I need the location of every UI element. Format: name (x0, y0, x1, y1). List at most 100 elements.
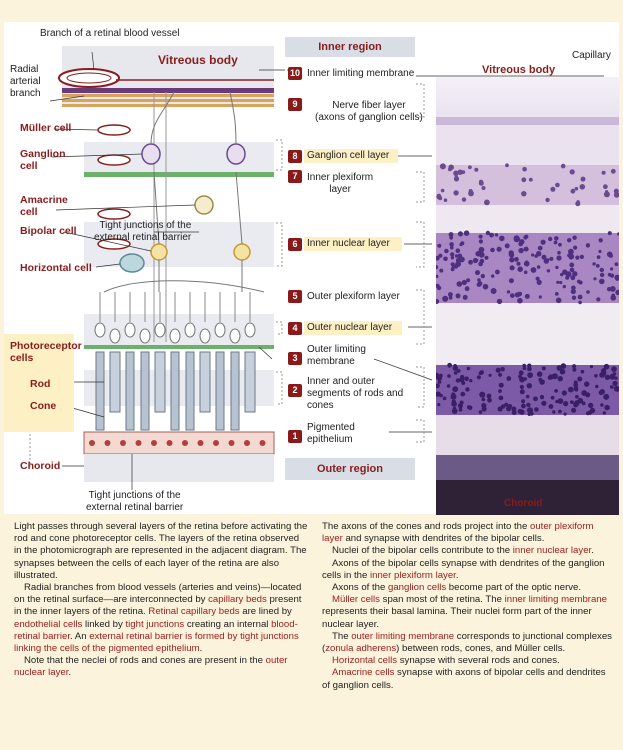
stained-nucleus (500, 367, 505, 372)
stained-nucleus (446, 384, 451, 388)
stained-nucleus (498, 395, 504, 401)
stained-nucleus (555, 399, 559, 404)
stained-nucleus (600, 403, 604, 407)
stained-nucleus (443, 256, 448, 262)
stained-nucleus (569, 169, 575, 175)
stained-nucleus (574, 186, 579, 191)
stained-nucleus (559, 280, 563, 285)
stained-nucleus (478, 234, 483, 239)
caption-right-p3: Axons of the bipolar cells synapse with … (322, 557, 605, 581)
caption-left-p3: Note that the neclei of rods and cones a… (14, 655, 288, 679)
stained-nucleus (585, 411, 590, 416)
stained-nucleus (588, 402, 594, 409)
stained-nucleus (450, 262, 455, 267)
stained-nucleus (549, 256, 554, 261)
layer-9-badge: 9 (288, 98, 302, 111)
stained-nucleus (571, 295, 577, 300)
stained-nucleus (609, 373, 616, 380)
stained-nucleus (518, 241, 523, 247)
rod-segment (95, 351, 105, 431)
stained-nucleus (607, 272, 612, 277)
stained-nucleus (509, 293, 515, 298)
stained-nucleus (521, 191, 527, 197)
rod-label: Rod (30, 378, 51, 390)
stained-nucleus (577, 376, 583, 382)
stained-nucleus (436, 299, 440, 304)
stained-nucleus (522, 166, 527, 172)
stained-nucleus (604, 404, 610, 411)
stained-nucleus (480, 273, 485, 279)
stained-nucleus (562, 269, 568, 275)
stained-nucleus (561, 390, 567, 396)
stained-nucleus (437, 243, 442, 248)
stained-nucleus (536, 251, 542, 257)
layer-4-label: Outer nuclear layer (304, 321, 402, 335)
stained-nucleus (508, 278, 514, 284)
layer-8-label: Ganglion cell layer (304, 149, 398, 163)
stained-nucleus (541, 366, 546, 371)
stained-nucleus (571, 285, 576, 291)
stained-nucleus (452, 386, 459, 393)
stained-nucleus (563, 401, 569, 407)
stained-nucleus (577, 294, 583, 300)
stained-nucleus (462, 294, 468, 300)
stained-nucleus (481, 397, 486, 402)
rod-segment (215, 351, 225, 431)
stained-nucleus (546, 258, 550, 262)
caption-right-p6: The outer limiting membrane corresponds … (322, 630, 612, 655)
stained-nucleus (570, 288, 576, 295)
stained-nucleus (451, 401, 457, 407)
stained-nucleus (477, 278, 481, 282)
stained-nucleus (580, 369, 585, 374)
stained-nucleus (522, 363, 526, 368)
stained-nucleus (461, 197, 467, 202)
stained-nucleus (526, 402, 531, 408)
stained-nucleus (598, 249, 602, 254)
stained-nucleus (523, 235, 528, 240)
stained-nucleus (437, 380, 442, 384)
stained-nucleus (573, 386, 579, 392)
stained-nucleus (554, 236, 559, 241)
stained-nucleus (453, 190, 459, 196)
stained-nucleus (603, 191, 610, 198)
stained-nucleus (484, 255, 489, 260)
stained-nucleus (468, 165, 472, 170)
stained-nucleus (545, 197, 550, 203)
stained-nucleus (585, 243, 590, 248)
stained-nucleus (584, 381, 590, 387)
stained-nucleus (519, 384, 524, 390)
stained-nucleus (450, 245, 454, 250)
stained-nucleus (506, 376, 512, 381)
rod-segment (185, 351, 195, 431)
stained-nucleus (448, 232, 454, 237)
tight-junctions-upper-label: Tight junctions of the external retinal … (94, 220, 192, 243)
muller-cell-label: Müller cell (20, 122, 72, 134)
stained-nucleus (557, 250, 561, 255)
stained-nucleus (454, 254, 459, 258)
stained-nucleus (491, 274, 495, 278)
stained-nucleus (477, 281, 483, 287)
stained-nucleus (610, 168, 616, 174)
caption-right-p5: Müller cells span most of the retina. Th… (322, 594, 607, 630)
stained-nucleus (511, 410, 517, 415)
layer-4-badge: 4 (288, 322, 302, 335)
stained-nucleus (478, 246, 485, 253)
layer-7-badge: 7 (288, 170, 302, 183)
caption-right-p4: Axons of the ganglion cells become part … (332, 582, 582, 594)
stained-nucleus (528, 177, 533, 182)
stained-nucleus (603, 363, 610, 370)
stained-nucleus (611, 293, 616, 298)
stained-nucleus (517, 266, 523, 272)
stained-nucleus (479, 370, 484, 375)
photoreceptor-nucleus (154, 322, 166, 338)
stained-nucleus (508, 252, 515, 258)
stained-nucleus (456, 369, 461, 373)
stained-nucleus (607, 231, 612, 236)
cone-segment (244, 351, 256, 413)
stained-nucleus (475, 258, 479, 262)
stained-nucleus (572, 235, 577, 240)
stained-nucleus (451, 266, 455, 270)
stained-nucleus (453, 176, 460, 182)
stained-nucleus (546, 269, 551, 273)
stained-nucleus (579, 184, 586, 190)
